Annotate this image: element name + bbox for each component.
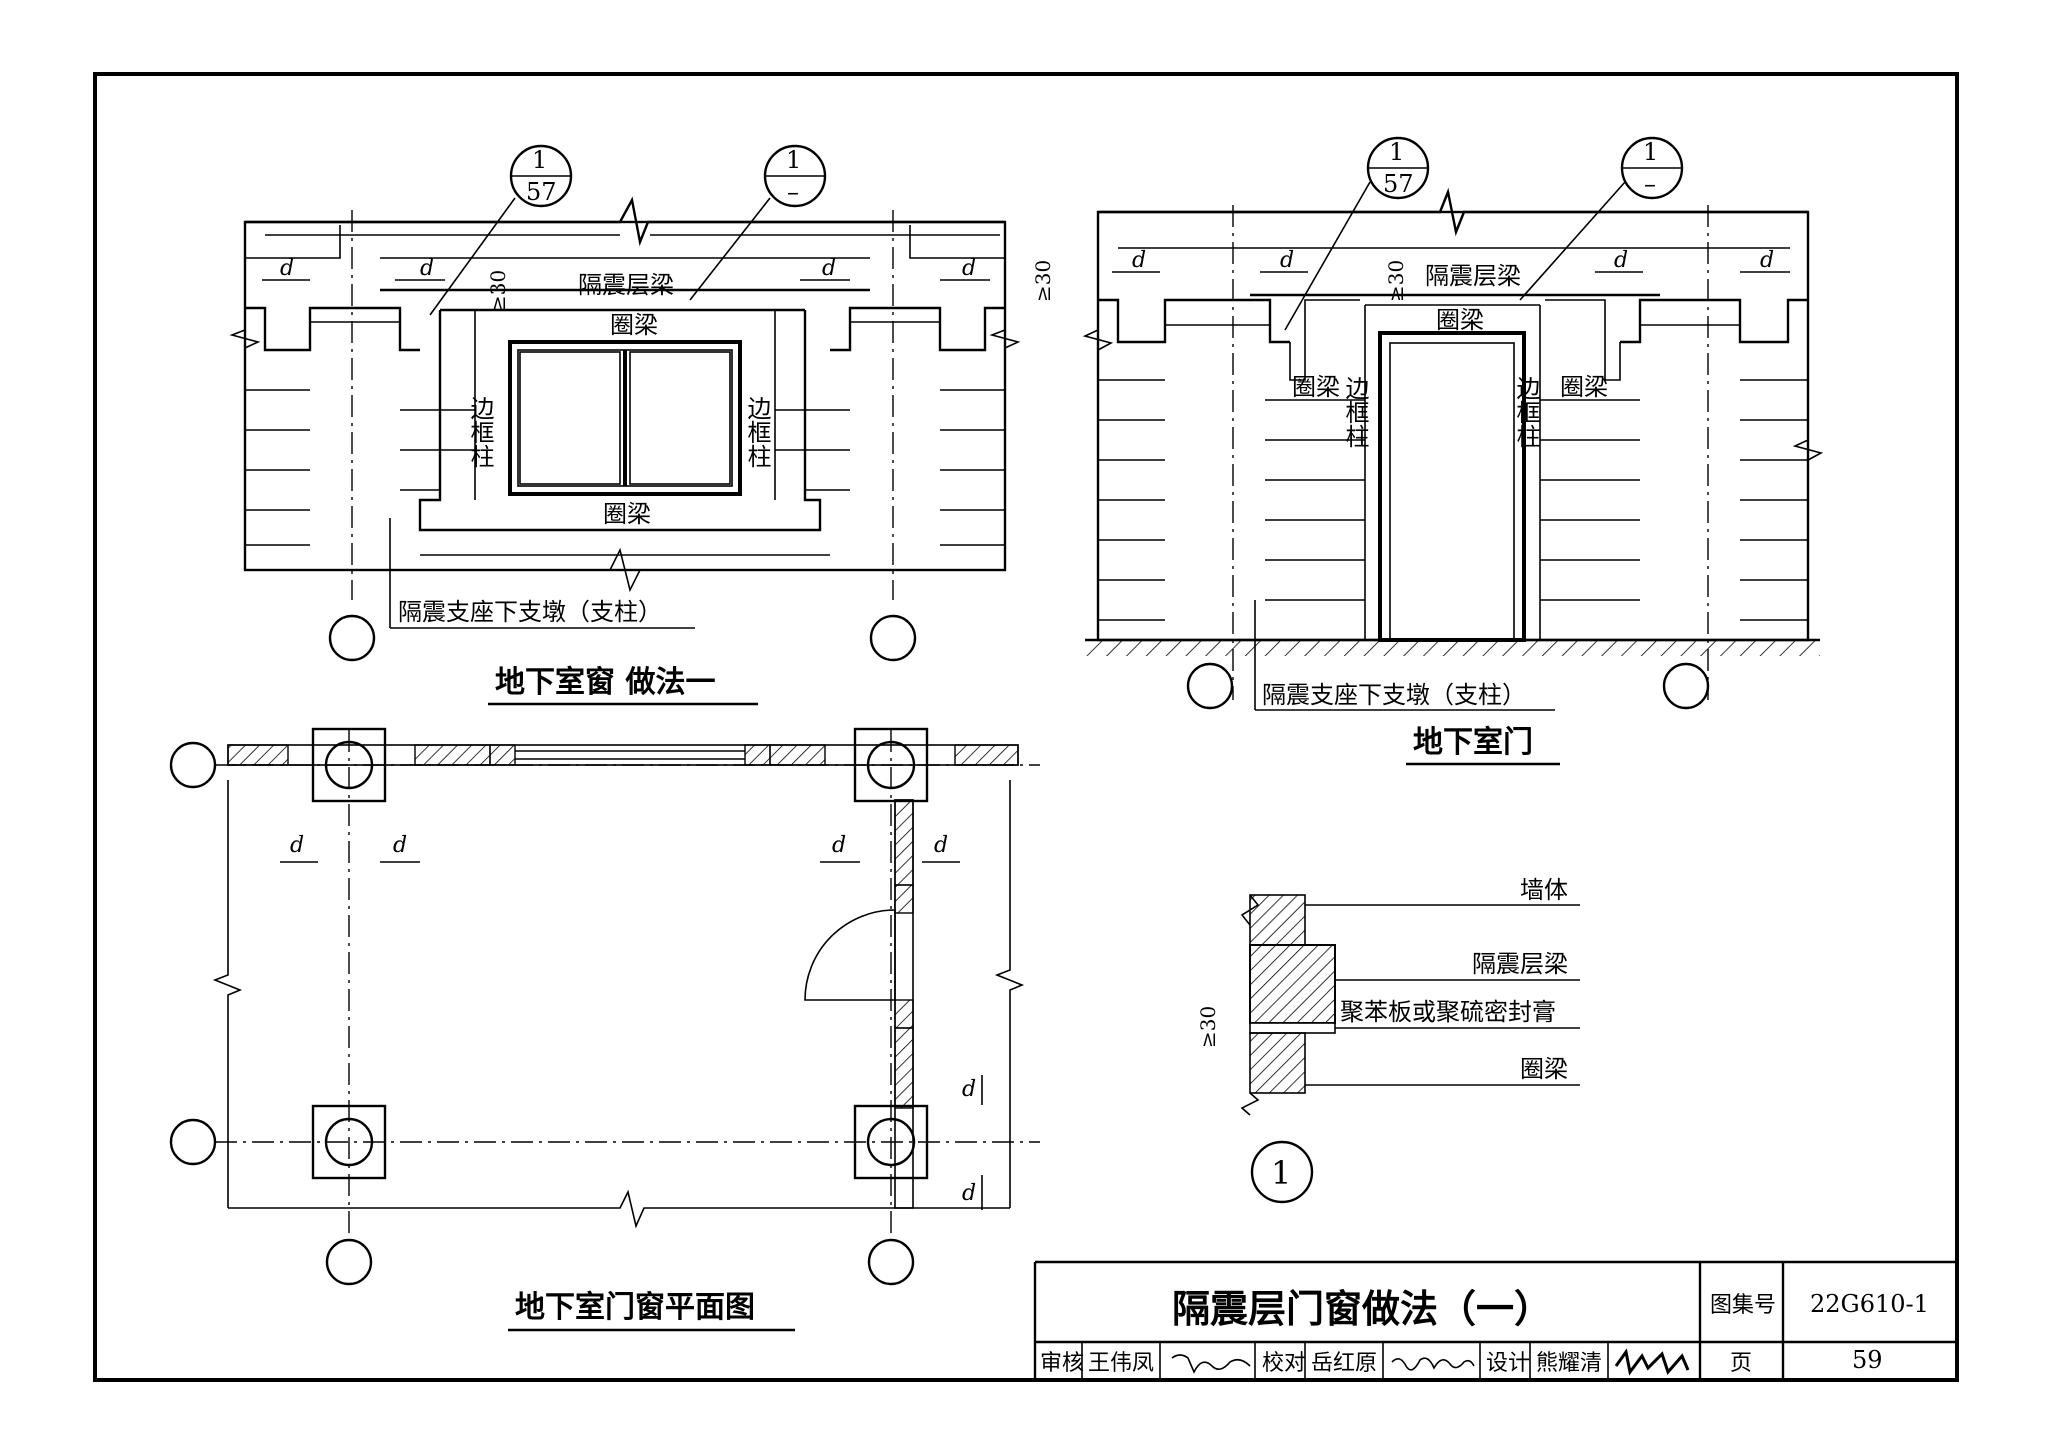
dim-d: d [962, 256, 976, 281]
page-label: 页 [1730, 1351, 1752, 1376]
designer-signature [1614, 1348, 1690, 1376]
frame-column-label: 边框柱 [1512, 376, 1540, 448]
window-title: 地下室窗 做法一 [495, 665, 715, 700]
ring-beam-label: 圈梁 [603, 500, 651, 528]
dim-d: d [393, 833, 407, 858]
isolation-beam-label: 隔震层梁 [578, 271, 674, 299]
dim-d: d [1760, 248, 1774, 273]
dim-d: d [832, 833, 846, 858]
atlas-label: 图集号 [1710, 1293, 1776, 1318]
dim-d: d [1132, 248, 1146, 273]
detail-ring: 圈梁 [1520, 1055, 1568, 1083]
ref-sheet: 57 [526, 178, 557, 206]
detail-wall: 墙体 [1520, 876, 1568, 904]
atlas-number: 22G610-1 [1810, 1290, 1929, 1318]
dim-d: d [1280, 248, 1294, 273]
review-label: 审核 [1040, 1351, 1084, 1376]
detail-seal: 聚苯板或聚硫密封膏 [1340, 998, 1556, 1026]
dim-d: d [420, 256, 434, 281]
sheet-border [93, 72, 1959, 1382]
designer-name: 熊耀清 [1536, 1351, 1602, 1376]
ring-beam-label: 圈梁 [610, 311, 658, 339]
page-number: 59 [1852, 1346, 1883, 1374]
dim-d: d [934, 833, 948, 858]
dim-d: d [290, 833, 304, 858]
ring-beam-label: 圈梁 [1436, 306, 1484, 334]
door-title: 地下室门 [1413, 725, 1533, 760]
frame-column-label: 边框柱 [1341, 376, 1369, 448]
reviewer-signature [1171, 1354, 1251, 1374]
ref-sheet: 57 [1383, 170, 1414, 198]
ref-num: 1 [786, 146, 801, 174]
ref-num: 1 [1643, 138, 1658, 166]
detail-beam: 隔震层梁 [1472, 950, 1568, 978]
dim-d: d [280, 256, 294, 281]
dim-d: d [822, 256, 836, 281]
pier-label: 隔震支座下支墩（支柱） [1262, 681, 1526, 709]
design-label: 设计 [1486, 1351, 1530, 1376]
ring-beam-label: 圈梁 [1560, 373, 1608, 401]
ref-num: 1 [532, 146, 547, 174]
title-block [1033, 1260, 1957, 1380]
ref-dash: – [1644, 170, 1656, 198]
ref-num: 1 [1389, 138, 1404, 166]
frame-column-label: 边框柱 [466, 396, 494, 468]
isolation-beam-label: 隔震层梁 [1425, 262, 1521, 290]
dim-d: d [962, 1181, 976, 1206]
gap-note: ≥30 [486, 270, 510, 312]
pier-label: 隔震支座下支墩（支柱） [398, 598, 662, 626]
detail-number: 1 [1271, 1154, 1291, 1192]
door-elevation: d d d d ≥30 ≥30 隔震层梁 圈梁 圈梁 圈梁 边框柱 边框柱 隔震… [1031, 136, 1824, 711]
gap-note: ≥30 [1031, 260, 1055, 302]
dim-d: d [962, 1077, 976, 1102]
gap-note: ≥30 [1196, 1006, 1220, 1048]
ref-dash: – [787, 178, 799, 206]
ring-beam-label: 圈梁 [1292, 373, 1340, 401]
checker-name: 岳红原 [1311, 1351, 1377, 1376]
plan-title: 地下室门窗平面图 [515, 1290, 755, 1325]
plan-view: d d d d d d [169, 727, 1040, 1286]
checker-signature [1391, 1357, 1475, 1371]
gap-note: ≥30 [1384, 260, 1408, 302]
frame-column-label: 边框柱 [743, 396, 771, 468]
dim-d: d [1614, 248, 1628, 273]
window-elevation: d d d d ≥30 隔震层梁 圈梁 圈梁 边框柱 边框柱 隔震支座下支墩（支… [229, 144, 1021, 662]
sheet-title: 隔震层门窗做法（一） [1172, 1287, 1552, 1331]
reviewer-name: 王伟凤 [1088, 1351, 1154, 1376]
check-label: 校对 [1262, 1351, 1306, 1376]
detail-1: 墙体 隔震层梁 聚苯板或聚硫密封膏 圈梁 ≥30 1 [1196, 876, 1580, 1204]
